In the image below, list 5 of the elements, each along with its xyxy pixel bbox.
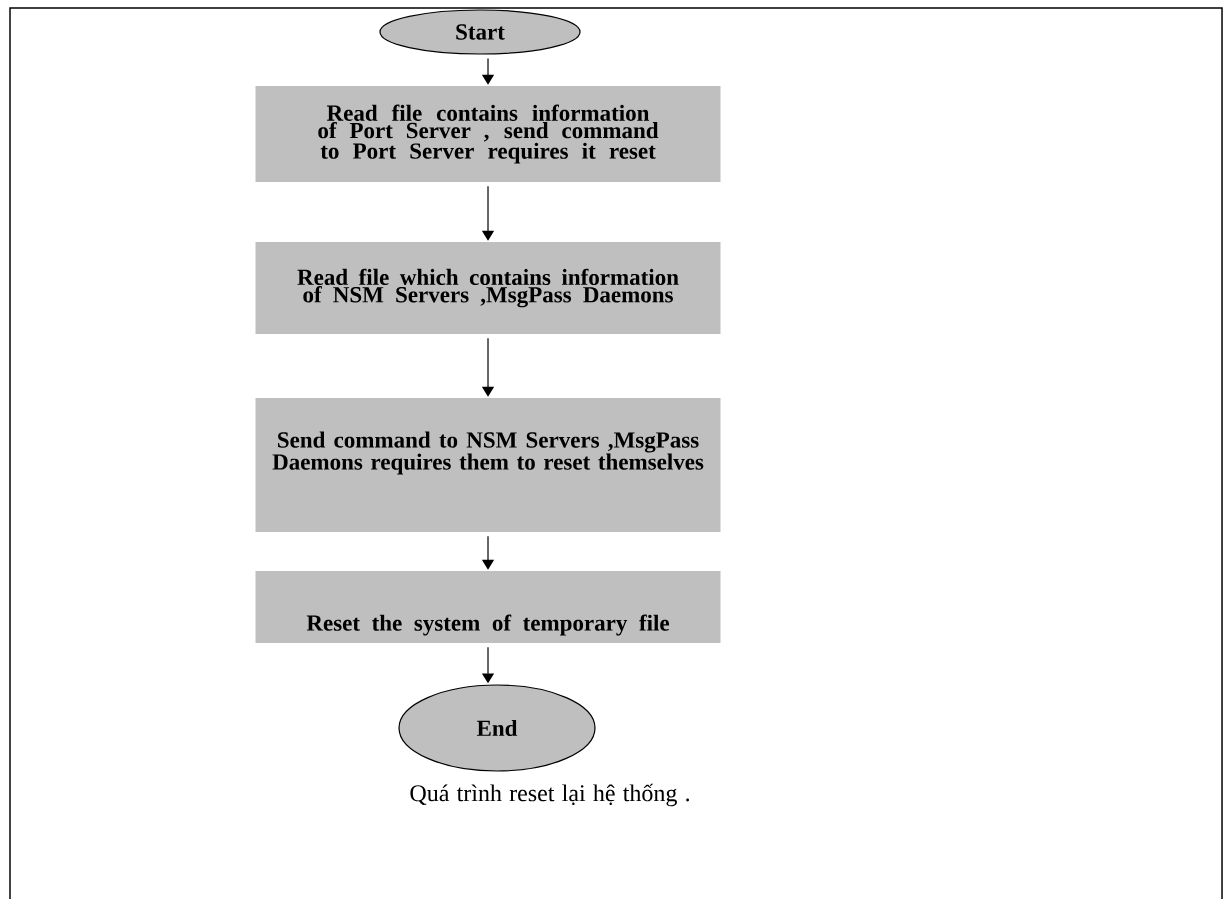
process-box: Read file which contains information of NSM Servers ,MsgPass Daemons — [255, 242, 721, 334]
process-box: Reset the system of temporary file — [255, 571, 721, 643]
process-box: Send command to NSM Servers ,MsgPass Daemons requires them to reset themselves — [255, 398, 721, 532]
process-box: Read file contains information of Port Server , send command to Port Server requires it reset — [255, 86, 721, 182]
figure-caption: Quá trình reset lại hệ thống . — [410, 783, 690, 807]
